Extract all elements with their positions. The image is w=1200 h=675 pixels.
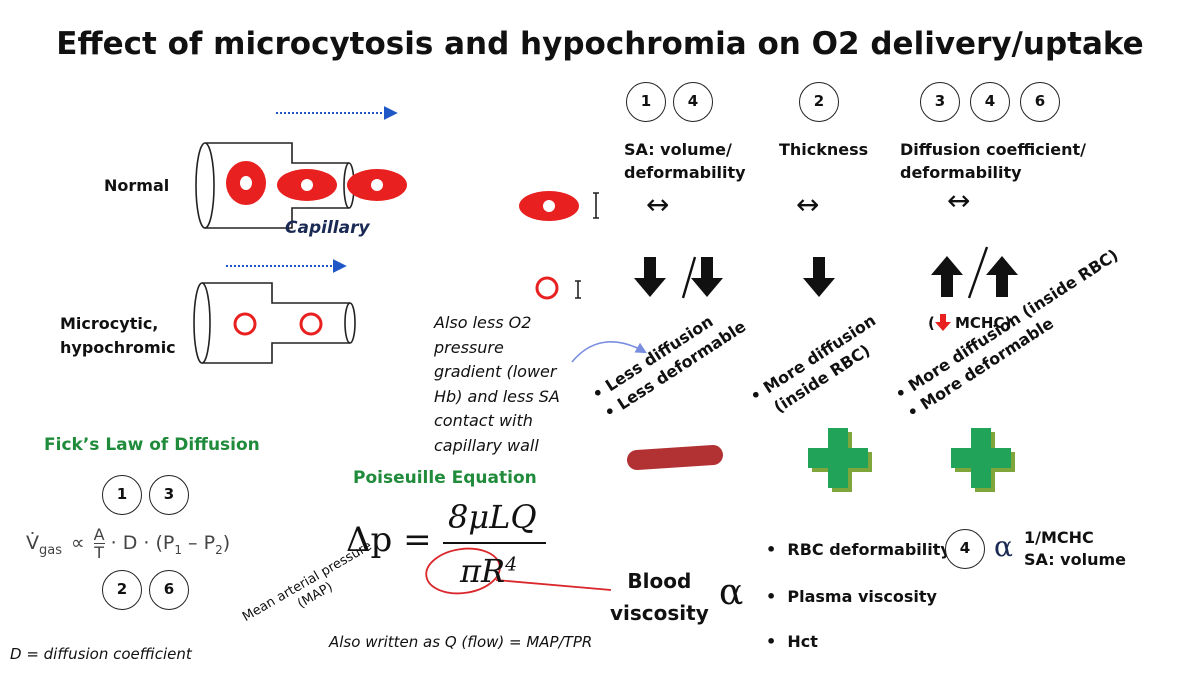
no-change-arrow-col3: ↔	[947, 184, 971, 217]
heading-line: Thickness	[779, 140, 869, 159]
plus-sign-col2	[808, 428, 872, 492]
radius-pointer-line	[495, 579, 612, 591]
ref-circle-4b: 4	[970, 82, 1010, 122]
ref-circle-2: 2	[799, 82, 839, 122]
ref-circle-3: 3	[920, 82, 960, 122]
microcytic-label: Microcytic, hypochromic	[60, 312, 176, 360]
note-curve-arrow	[571, 341, 647, 363]
blood-viscosity-line2: viscosity	[610, 601, 709, 625]
normal-capillary-drawing	[195, 142, 407, 229]
also-written-note: Also written as Q (flow) = MAP/TPR	[329, 633, 593, 651]
plus-sign-col3	[951, 428, 1015, 492]
ref-circle-4: 4	[673, 82, 713, 122]
normal-label: Normal	[104, 176, 170, 195]
heading-line: SA: volume/	[624, 140, 732, 159]
rbc-micro-2	[299, 312, 323, 336]
relation-line: SA: volume	[1024, 550, 1126, 569]
fick-circle-1: 1	[102, 475, 142, 515]
thickness-marker-micro	[575, 280, 581, 299]
list-item: • Hct	[766, 632, 818, 651]
blood-viscosity-line1: Blood	[627, 569, 692, 593]
note-line: pressure	[434, 337, 504, 357]
fick-title: Fick’s Law of Diffusion	[44, 435, 260, 455]
no-change-arrow-col2: ↔	[796, 188, 820, 221]
heading-line: Diffusion coefficient/	[900, 140, 1086, 159]
microcytic-label-line1: Microcytic,	[60, 314, 159, 333]
fick-circle-3: 3	[149, 475, 189, 515]
poiseuille-lhs: Δp =	[346, 520, 432, 560]
note-line: contact with	[434, 411, 533, 430]
fick-circle-2: 2	[102, 570, 142, 610]
heading-sa-volume: SA: volume/ deformability	[624, 138, 746, 184]
fick-equation: V̇gas ∝ A T · D · (P1 – P2)	[26, 525, 231, 562]
note-line: gradient (lower	[434, 362, 557, 381]
radius-highlight-circle	[425, 547, 501, 595]
heading-diffusion-coefficient: Diffusion coefficient/ deformability	[900, 138, 1086, 184]
poiseuille-numerator: 8μLQ	[448, 498, 537, 536]
viscosity-circle-4: 4	[945, 529, 985, 569]
fick-footnote: D = diffusion coefficient	[10, 645, 192, 663]
heading-line: deformability	[900, 163, 1022, 182]
rbc-micro-reference	[535, 276, 559, 300]
viscosity-relations: 1/MCHC SA: volume	[1024, 527, 1126, 571]
poiseuille-denominator: πR4	[460, 552, 518, 590]
ref-circle-1: 1	[626, 82, 666, 122]
microcytic-label-line2: hypochromic	[60, 338, 176, 357]
heading-line: deformability	[624, 163, 746, 182]
arrows-down-col1	[634, 256, 723, 299]
relation-line: 1/MCHC	[1024, 528, 1094, 547]
mchc-down-arrow	[935, 314, 951, 331]
ref-circle-6: 6	[1020, 82, 1060, 122]
poiseuille-title: Poiseuille Equation	[353, 468, 537, 488]
page-title: Effect of microcytosis and hypochromia o…	[56, 26, 1144, 62]
note-line: capillary wall	[434, 435, 539, 455]
list-item: • Plasma viscosity	[766, 587, 937, 606]
o2-gradient-note: Also less O2 pressure gradient (lower Hb…	[434, 311, 560, 458]
list-item: • RBC deformability	[766, 540, 951, 559]
thickness-marker-normal	[593, 192, 599, 219]
rbc-micro-1	[233, 312, 257, 336]
arrow-down-col2	[803, 257, 835, 297]
mchc-open-paren: (	[928, 314, 935, 332]
arrows-up-col3	[931, 246, 1018, 299]
heading-thickness: Thickness	[779, 138, 868, 161]
capillary-label: Capillary	[285, 218, 370, 238]
microcytic-capillary-drawing	[193, 282, 356, 364]
note-line: Also less O2	[434, 313, 532, 332]
mchc-note: MCHC)	[955, 314, 1012, 332]
fick-circle-6: 6	[149, 570, 189, 610]
proportional-alpha: α	[719, 572, 744, 613]
minus-sign	[627, 445, 723, 470]
no-change-arrow-col1: ↔	[646, 188, 670, 221]
proportional-alpha-2: α	[994, 530, 1013, 563]
blood-viscosity-label: Blood viscosity	[610, 565, 709, 629]
note-line: Hb) and less SA	[434, 386, 560, 406]
